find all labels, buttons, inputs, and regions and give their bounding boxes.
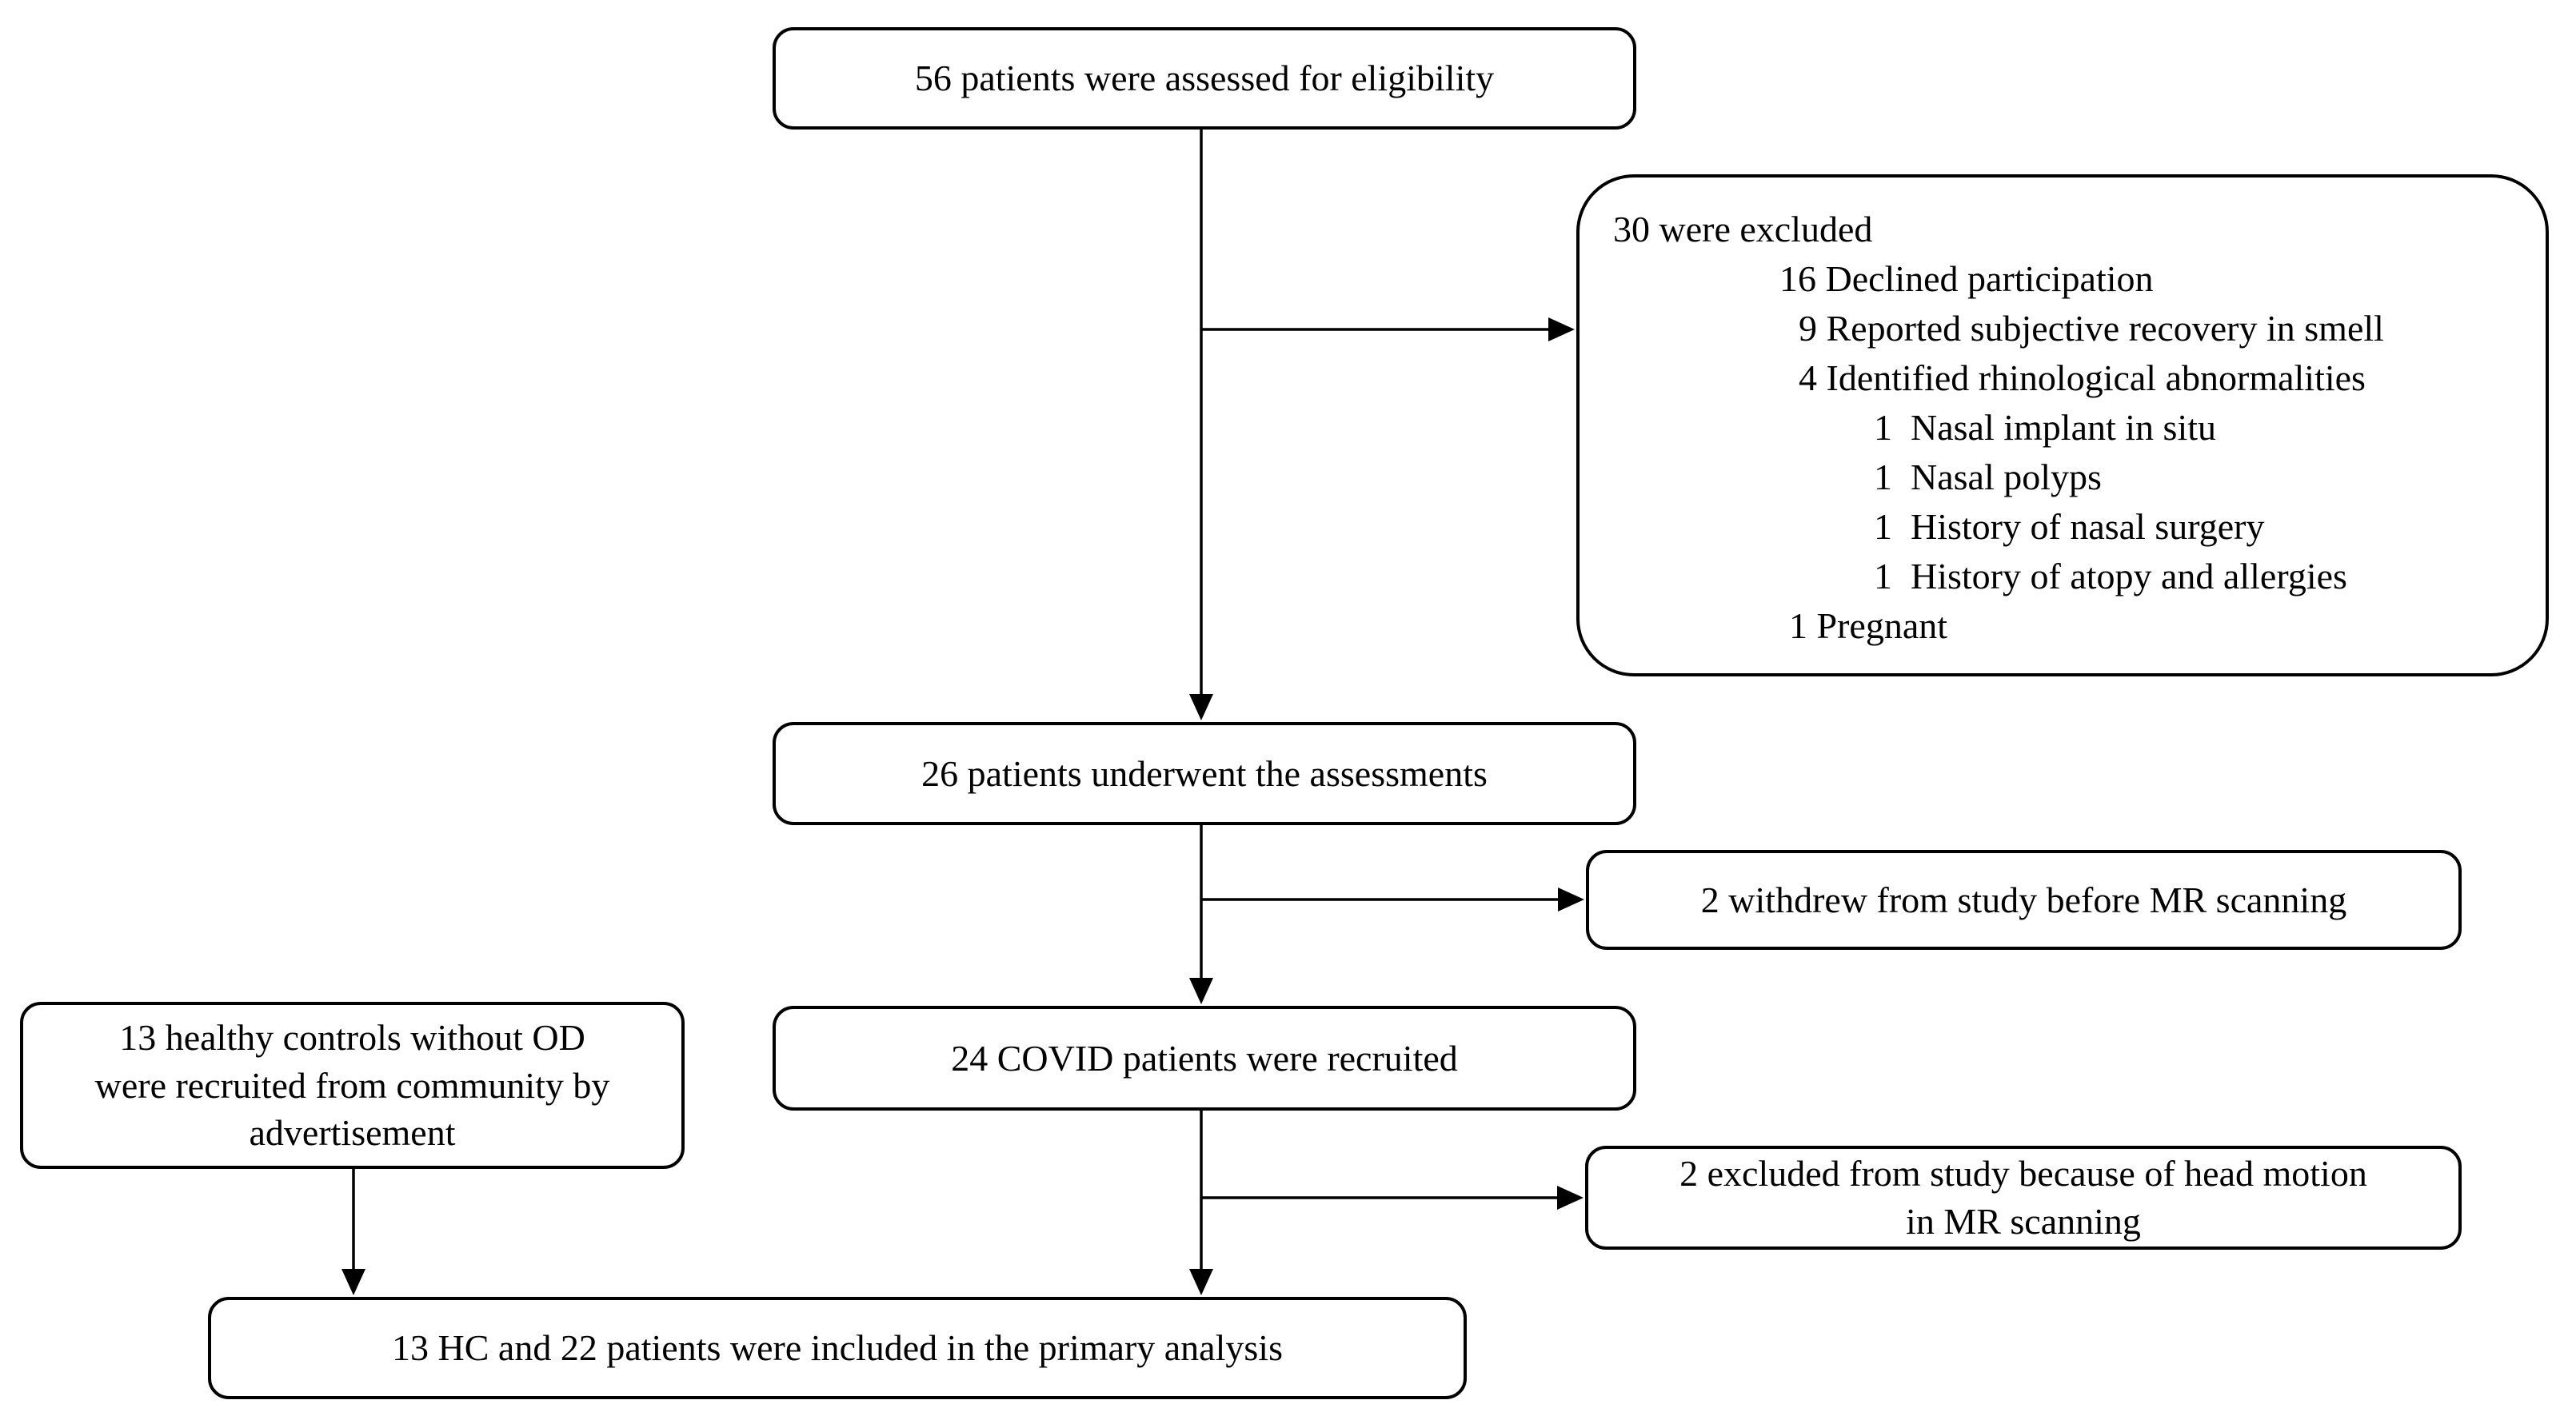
- node-recruited-text: 24 COVID patients were recruited: [951, 1037, 1458, 1079]
- arrowhead-withdrew: [1558, 888, 1584, 911]
- arrowhead-primary-main: [1189, 1269, 1213, 1295]
- excluded-subitem-atopy: 1 History of atopy and allergies: [1874, 556, 2347, 596]
- arrowhead-headmotion: [1557, 1186, 1584, 1210]
- node-healthy-controls-line2: were recruited from community by: [94, 1064, 610, 1106]
- node-withdrew: 2 withdrew from study before MR scanning: [1586, 850, 2462, 950]
- node-healthy-controls-line1: 13 healthy controls without OD: [119, 1016, 585, 1058]
- excluded-total-line: 30 were excluded: [1613, 209, 1873, 249]
- node-primary-analysis: 13 HC and 22 patients were included in t…: [208, 1297, 1467, 1399]
- node-healthy-controls: 13 healthy controls without OD were recr…: [20, 1002, 685, 1169]
- arrowhead-recruited: [1189, 978, 1213, 1004]
- excluded-subitem-surgery: 1 History of nasal surgery: [1874, 506, 2265, 547]
- node-withdrew-text: 2 withdrew from study before MR scanning: [1700, 879, 2347, 920]
- node-excluded: 30 were excluded 16 Declined participati…: [1576, 174, 2549, 676]
- node-assessments-text: 26 patients underwent the assessments: [921, 752, 1488, 794]
- node-head-motion: 2 excluded from study because of head mo…: [1585, 1146, 2462, 1250]
- excluded-item-declined: 16 Declined participation: [1779, 258, 2154, 299]
- node-healthy-controls-line3: advertisement: [249, 1112, 456, 1154]
- node-primary-analysis-text: 13 HC and 22 patients were included in t…: [392, 1327, 1283, 1369]
- node-recruited: 24 COVID patients were recruited: [773, 1006, 1636, 1111]
- node-assessments: 26 patients underwent the assessments: [773, 722, 1636, 825]
- arrowhead-excluded: [1548, 317, 1575, 341]
- arrowhead-primary-left: [341, 1269, 365, 1295]
- excluded-subitem-polyps: 1 Nasal polyps: [1874, 457, 2102, 497]
- arrowhead-assessments: [1189, 694, 1213, 720]
- node-head-motion-line2: in MR scanning: [1906, 1201, 2141, 1242]
- excluded-item-rhinological: 4 Identified rhinological abnormalities: [1799, 357, 2366, 398]
- excluded-item-recovery: 9 Reported subjective recovery in smell: [1799, 308, 2384, 349]
- node-eligibility-text: 56 patients were assessed for eligibilit…: [914, 58, 1495, 99]
- excluded-subitem-implant: 1 Nasal implant in situ: [1874, 407, 2217, 448]
- node-head-motion-line1: 2 excluded from study because of head mo…: [1679, 1153, 2367, 1195]
- node-eligibility: 56 patients were assessed for eligibilit…: [773, 27, 1636, 130]
- excluded-item-pregnant: 1 Pregnant: [1789, 605, 1948, 646]
